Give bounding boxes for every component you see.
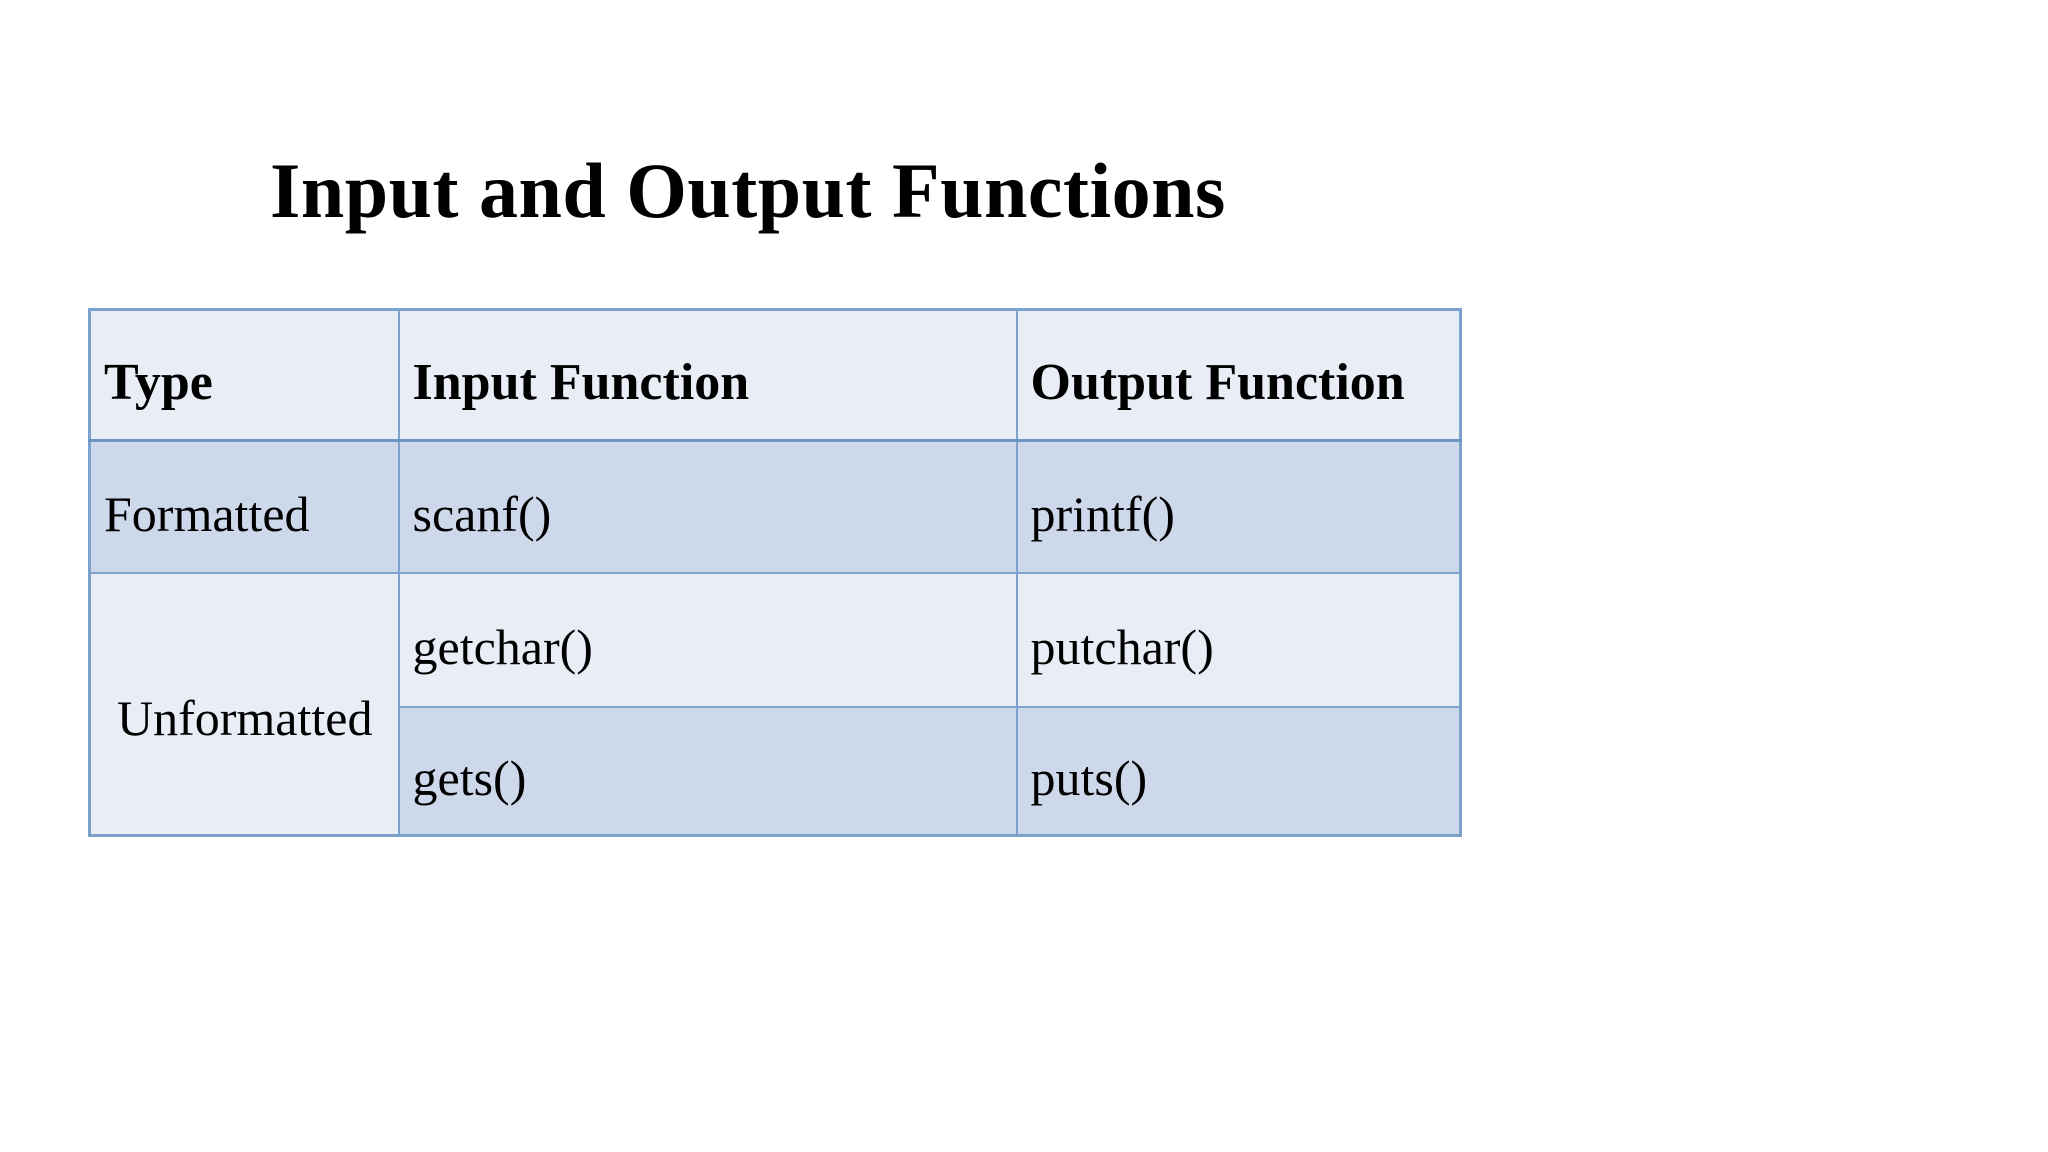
table-row-gets: gets() puts() [90, 705, 1462, 837]
page-title: Input and Output Functions [270, 147, 1226, 234]
cell-type-unformatted: Unformatted [88, 571, 400, 837]
column-header-output-function: Output Function [1015, 308, 1462, 442]
cell-output-printf: printf() [1015, 439, 1462, 574]
cell-input-scanf: scanf() [397, 439, 1018, 574]
cell-type-formatted: Formatted [88, 439, 400, 574]
cell-input-getchar: getchar() [397, 571, 1018, 708]
column-header-type: Type [88, 308, 400, 442]
table-header-row: Type Input Function Output Function [88, 308, 1462, 442]
table-row-unformatted: Unformatted getchar() putchar() [88, 571, 1462, 837]
column-header-input-function: Input Function [397, 308, 1018, 442]
cell-output-puts: puts() [1015, 705, 1462, 837]
cell-type-unformatted-label: Unformatted [117, 689, 373, 746]
cell-input-gets: gets() [397, 705, 1018, 837]
io-functions-table: Type Input Function Output Function Form… [88, 308, 1462, 837]
table-row-formatted: Formatted scanf() printf() [88, 439, 1462, 574]
cell-output-putchar: putchar() [1015, 571, 1462, 708]
